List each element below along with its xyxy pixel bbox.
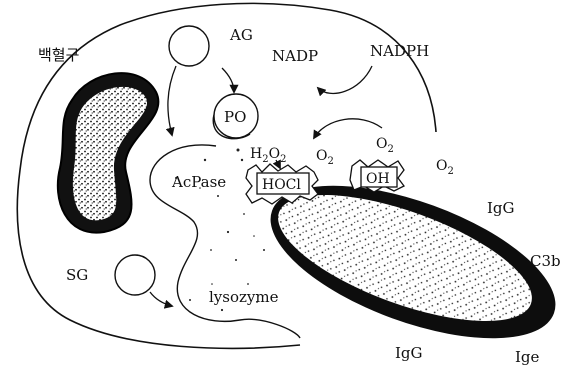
nadp-label: NADP [272,47,318,65]
ige-label: Ige [515,348,540,366]
po-label: PO [224,108,246,126]
nadph-label: NADPH [370,42,429,60]
igg-top-label: IgG [487,199,515,217]
cell-label: 백혈구 [38,46,79,64]
o2-label-left: O2 [316,148,334,167]
lysozyme-label: lysozyme [209,288,279,306]
h2o2-label: H2O2 [250,146,286,165]
nucleus [58,73,159,233]
igg-bottom-label: IgG [395,344,423,362]
arrow-ag-to-po [222,68,234,92]
ag-granule [169,26,209,66]
acpase-label: AcPase [171,173,226,191]
arrow-sg-to-lysozyme [150,292,172,306]
arrow-o2-cycle [314,119,382,138]
hocl-label: HOCl [262,177,301,193]
ag-label: AG [229,26,253,44]
o2-label-mid: O2 [376,136,394,155]
sg-label: SG [66,266,88,284]
c3b-label: C3b [530,252,561,270]
o2-label-right: O2 [436,158,454,177]
arrow-nadph-to-nadp [318,66,372,93]
arrow-ag-to-acpase [168,66,176,135]
sg-granule [115,255,155,295]
oh-label: OH [366,171,390,187]
